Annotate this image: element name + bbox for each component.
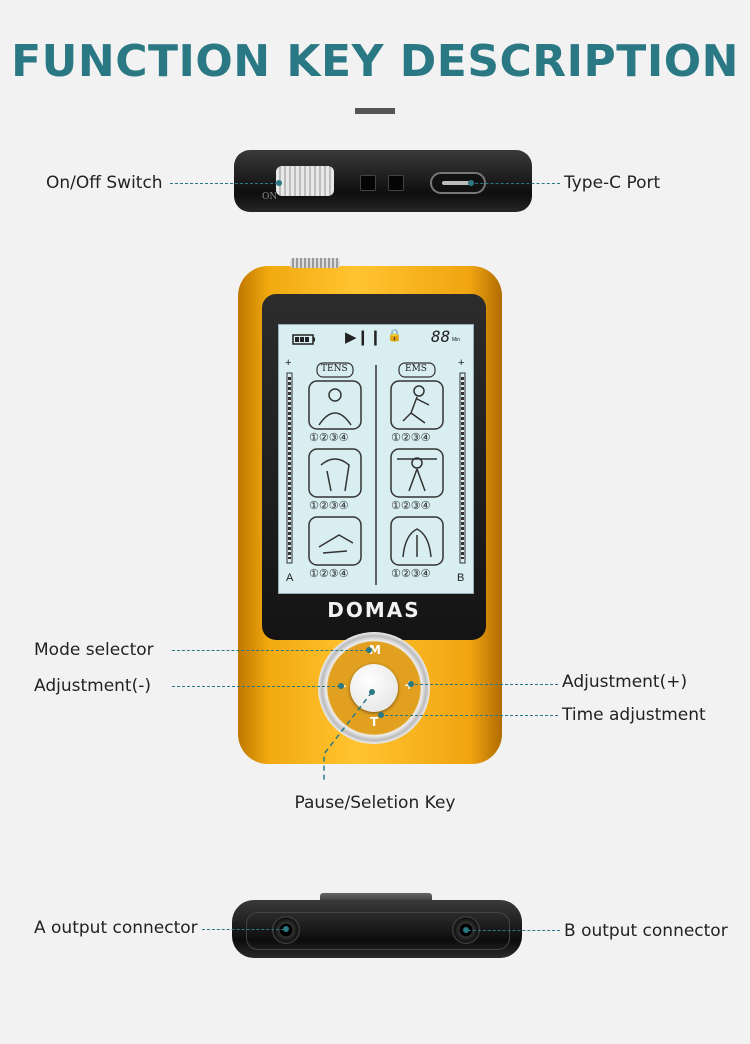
adjustment-minus-label: Adjustment(-) [34, 676, 151, 696]
indicator-square [360, 175, 376, 191]
bottom-recess [246, 912, 510, 950]
pause-selection-label: Pause/Seletion Key [294, 793, 456, 813]
program-numbers: ①②③④ [309, 500, 349, 512]
adjustment-plus-label: Adjustment(+) [562, 672, 688, 692]
lcd-screen: ▶❙❙ 🔒 88 Min TENS EMS + + A B ①②③④ ①②③④ … [278, 324, 474, 594]
on-off-switch-label: On/Off Switch [46, 173, 163, 193]
mode-key[interactable]: M [369, 643, 381, 657]
leader-line-time [380, 715, 558, 716]
page-title: FUNCTION KEY DESCRIPTION [11, 36, 739, 87]
intensity-bar-a [286, 372, 293, 564]
leader-line-minus [172, 686, 340, 687]
type-c-port-label: Type-C Port [564, 173, 661, 193]
battery-icon [292, 334, 315, 345]
mode-selector-label: Mode selector [34, 640, 154, 660]
leader-dot [366, 647, 372, 653]
on-off-switch[interactable] [276, 166, 334, 196]
leader-dot [468, 180, 474, 186]
timer-readout: 88 [431, 327, 451, 346]
leader-dot [338, 683, 344, 689]
play-pause-icon: ▶❙❙ [345, 329, 382, 346]
leader-line-on-off [170, 183, 278, 184]
lock-icon: 🔒 [387, 328, 402, 342]
tens-tab: TENS [321, 364, 348, 374]
indicator-square [388, 175, 404, 191]
switch-on-marking: ON [262, 192, 278, 202]
leader-line-b-output [468, 930, 560, 931]
ems-tab: EMS [405, 364, 427, 374]
brand-logo: DOMAS [327, 598, 421, 622]
leader-dot [463, 927, 469, 933]
leader-line-plus [410, 684, 558, 685]
intensity-bar-b [459, 372, 466, 564]
b-output-connector-label: B output connector [564, 921, 728, 941]
leader-dot [276, 180, 282, 186]
program-numbers: ①②③④ [309, 568, 349, 580]
a-output-connector-label: A output connector [34, 918, 198, 938]
time-key[interactable]: T [370, 715, 379, 729]
channel-b-marker: B [457, 572, 465, 584]
device-bottom-lip [320, 893, 432, 903]
leader-line-a-output [202, 929, 284, 930]
belt-clip-edge [290, 258, 340, 268]
leader-line-type-c [470, 183, 560, 184]
program-numbers: ①②③④ [391, 568, 431, 580]
plus-sign: + [285, 357, 292, 369]
timer-unit: Min [452, 337, 461, 343]
plus-sign: + [458, 357, 465, 369]
leader-line-pause [323, 689, 375, 782]
leader-dot [283, 926, 289, 932]
program-numbers: ①②③④ [309, 432, 349, 444]
type-c-port-contacts [442, 181, 474, 185]
body-part-icons [308, 380, 444, 566]
pause-selection-key[interactable] [350, 664, 398, 712]
program-numbers: ①②③④ [391, 432, 431, 444]
leader-dot [408, 681, 414, 687]
channel-a-marker: A [286, 572, 294, 584]
leader-dot [378, 712, 384, 718]
leader-line-mode [172, 650, 368, 651]
program-numbers: ①②③④ [391, 500, 431, 512]
time-adjustment-label: Time adjustment [562, 705, 706, 725]
title-underline [355, 108, 395, 114]
lcd-graphics [286, 334, 466, 585]
